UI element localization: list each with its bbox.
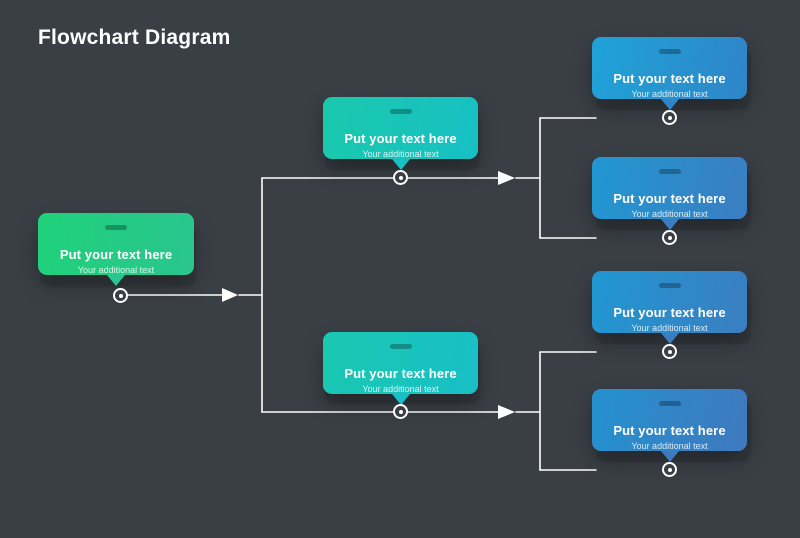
node-tab-icon <box>105 225 127 230</box>
node-beak <box>107 275 125 286</box>
watermark-text <box>330 250 590 310</box>
node-subtitle: Your additional text <box>362 149 439 159</box>
node-tab-icon <box>658 49 681 54</box>
arrow-head-bottom <box>498 405 515 419</box>
node-title: Put your text here <box>344 366 457 381</box>
node-title: Put your text here <box>613 423 726 438</box>
node-title: Put your text here <box>613 191 726 206</box>
node-beak <box>660 99 679 110</box>
connector-dot-branch-top[interactable] <box>393 170 408 185</box>
node-beak <box>660 451 679 462</box>
node-tab-icon <box>658 401 681 406</box>
node-title: Put your text here <box>613 71 726 86</box>
node-leaf-3[interactable]: Put your text here Your additional text <box>592 271 747 344</box>
connector-dot-leaf-2[interactable] <box>662 230 677 245</box>
connector-dot-leaf-3[interactable] <box>662 344 677 359</box>
arrow-head-root <box>222 288 238 302</box>
connector-dot-branch-bottom[interactable] <box>393 404 408 419</box>
node-title: Put your text here <box>344 131 457 146</box>
node-tab-icon <box>658 283 681 288</box>
node-beak <box>660 219 679 230</box>
node-beak <box>660 333 679 344</box>
node-branch-bottom[interactable]: Put your text here Your additional text <box>323 332 478 405</box>
node-subtitle: Your additional text <box>362 384 439 394</box>
node-beak <box>391 159 410 170</box>
page-title: Flowchart Diagram <box>38 26 231 49</box>
node-title: Put your text here <box>59 247 173 262</box>
node-tab-icon <box>658 169 681 174</box>
node-leaf-1[interactable]: Put your text here Your additional text <box>592 37 747 110</box>
connector-dot-leaf-1[interactable] <box>662 110 677 125</box>
node-branch-top[interactable]: Put your text here Your additional text <box>323 97 478 170</box>
node-subtitle: Your additional text <box>631 441 708 451</box>
node-subtitle: Your additional text <box>631 89 708 99</box>
node-root[interactable]: Put your text here Your additional text <box>38 213 194 286</box>
node-subtitle: Your additional text <box>631 323 708 333</box>
node-leaf-4[interactable]: Put your text here Your additional text <box>592 389 747 462</box>
node-tab-icon <box>389 109 412 114</box>
node-beak <box>391 394 410 405</box>
node-subtitle: Your additional text <box>77 265 155 275</box>
arrow-head-top <box>498 171 515 185</box>
node-title: Put your text here <box>613 305 726 320</box>
connector-dot-root[interactable] <box>113 288 128 303</box>
node-leaf-2[interactable]: Put your text here Your additional text <box>592 157 747 230</box>
node-tab-icon <box>389 344 412 349</box>
connector-dot-leaf-4[interactable] <box>662 462 677 477</box>
node-subtitle: Your additional text <box>631 209 708 219</box>
